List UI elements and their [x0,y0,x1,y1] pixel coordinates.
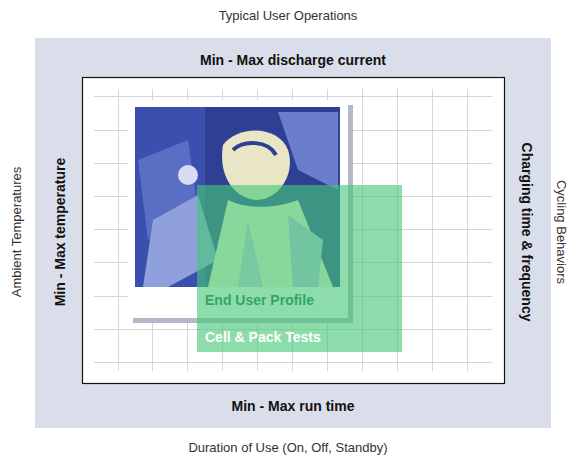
label-holder: Duration of Use (On, Off, Standby) [188,438,387,456]
text-holder: Min - Max temperature [51,158,69,307]
dimension-label: Cycling Behaviors [553,180,569,284]
test-label: Cell & Pack Tests [205,329,321,346]
text-holder: Min - Max run time [232,397,355,415]
axis-label: Charging time & frequency [518,143,535,322]
axis-label: Min - Max run time [232,398,355,415]
label-holder: Typical User Operations [219,6,358,24]
text-holder: Charging time & frequency [518,143,536,322]
axis-label: Min - Max discharge current [200,52,386,69]
text-holder: Min - Max discharge current [200,51,386,69]
label-holder: Ambient Temperatures [7,167,25,298]
dimension-label: Ambient Temperatures [9,167,25,298]
text-holder: Cell & Pack Tests [205,328,321,346]
operating-envelope: Min - Max discharge currentMin - Max tem… [35,38,551,428]
dimension-label: Typical User Operations [219,8,358,24]
dimension-label: Duration of Use (On, Off, Standby) [188,440,387,456]
test-region: Cell & Pack Tests [197,185,402,352]
label-holder: Cycling Behaviors [553,180,571,284]
axis-label: Min - Max temperature [52,158,69,307]
